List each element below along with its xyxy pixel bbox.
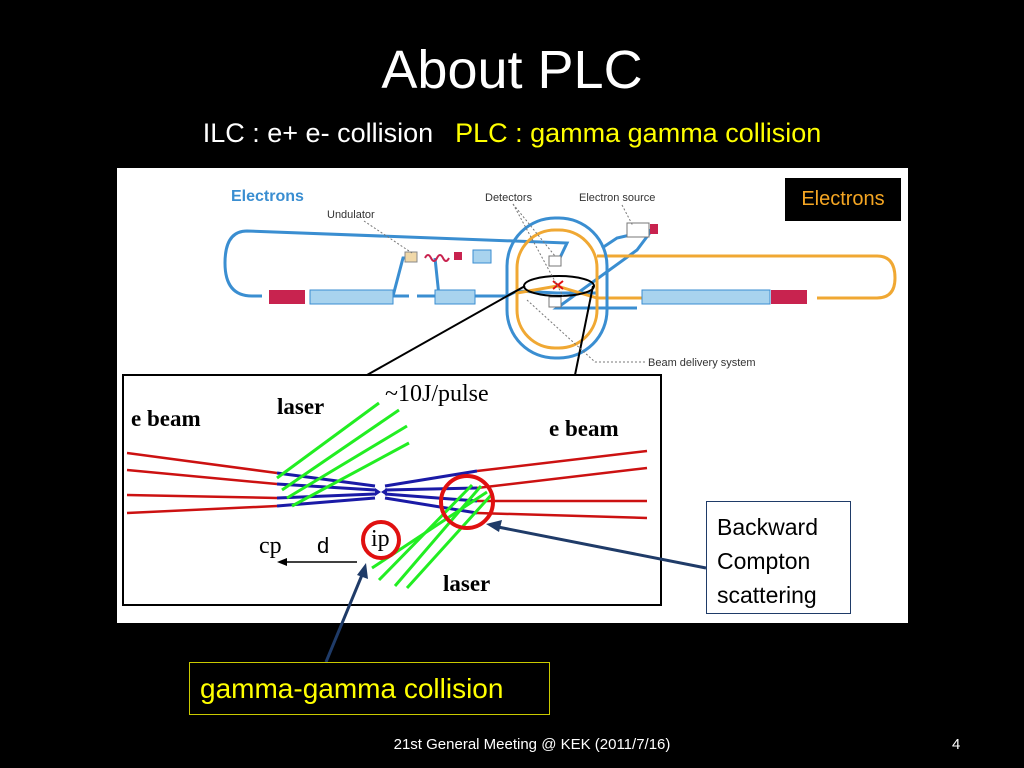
detector-ring-inner: [515, 228, 599, 350]
compton-highlight-circle: [439, 474, 495, 530]
callout-line-3: scattering: [717, 582, 817, 608]
source-block: [472, 249, 492, 264]
undulator-leader: [363, 220, 413, 254]
positron-beamline-right: [597, 254, 897, 300]
bds-leader: [526, 299, 645, 363]
damping-block-1: [269, 290, 287, 304]
ip-label: ip: [371, 526, 390, 552]
laser-lines-bottom: [371, 483, 495, 590]
ip-highlight-circle: [361, 520, 401, 560]
backward-compton-callout: Backward Compton scattering: [706, 501, 851, 614]
electrons-legend-box: Electrons: [785, 178, 901, 221]
pulse-energy-label: ~10J/pulse: [385, 381, 489, 407]
ip-cross-marker: [552, 280, 564, 290]
cp-d-arrowhead: [277, 558, 287, 566]
damping-block-2: [287, 290, 305, 304]
electron-source-label: Electron source: [579, 192, 655, 204]
linac-right: [641, 289, 771, 305]
page-number: 4: [952, 736, 961, 753]
slide-footer: 21st General Meeting @ KEK (2011/7/16): [393, 736, 671, 753]
subtitle-plc: PLC : gamma gamma collision: [455, 118, 822, 148]
e-beam-lines-right: [476, 449, 648, 520]
detector-box-2: [548, 296, 562, 308]
ip-arrowheads: [375, 488, 387, 496]
zoom-line-right: [574, 285, 594, 376]
undulator-wiggle: [424, 254, 450, 262]
e-beam-left-label: e beam: [131, 406, 201, 431]
zoom-line-left: [366, 285, 526, 376]
slide-subtitle: ILC : e+ e- collision PLC : gamma gamma c…: [0, 116, 1024, 150]
damping-block-3: [771, 290, 789, 304]
electron-beamline-upper: [223, 229, 570, 298]
laser-lines-top: [276, 401, 410, 508]
detector-ring-outer: [505, 216, 609, 360]
callout-line-2: Compton: [717, 548, 811, 574]
linac-left-2: [434, 289, 476, 305]
damping-block-4: [789, 290, 807, 304]
electron-source-magnet: [650, 224, 658, 234]
electron-source-box: [626, 222, 650, 238]
undulator-label: Undulator: [327, 209, 375, 221]
detectors-leader: [512, 203, 564, 297]
undulator-block: [404, 251, 418, 263]
detectors-label: Detectors: [485, 192, 533, 204]
undulator-bypass: [391, 256, 441, 297]
source-magnet: [454, 252, 462, 260]
e-beam-right-label: e beam: [549, 416, 619, 441]
d-label: d: [317, 533, 329, 558]
beam-delivery-label: Beam delivery system: [648, 357, 756, 369]
laser-bottom-label: laser: [443, 571, 490, 596]
laser-top-label: laser: [277, 394, 324, 419]
electrons-label: Electrons: [231, 188, 304, 205]
callout-line-1: Backward: [717, 514, 818, 540]
gamma-gamma-callout: gamma-gamma collision: [189, 662, 550, 715]
e-beam-lines-left: [126, 451, 278, 515]
slide-title: About PLC: [381, 40, 643, 100]
detector-box-1: [548, 255, 562, 267]
linac-left: [309, 289, 394, 305]
cp-label: cp: [259, 533, 282, 559]
subtitle-ilc: ILC : e+ e- collision: [202, 118, 434, 148]
